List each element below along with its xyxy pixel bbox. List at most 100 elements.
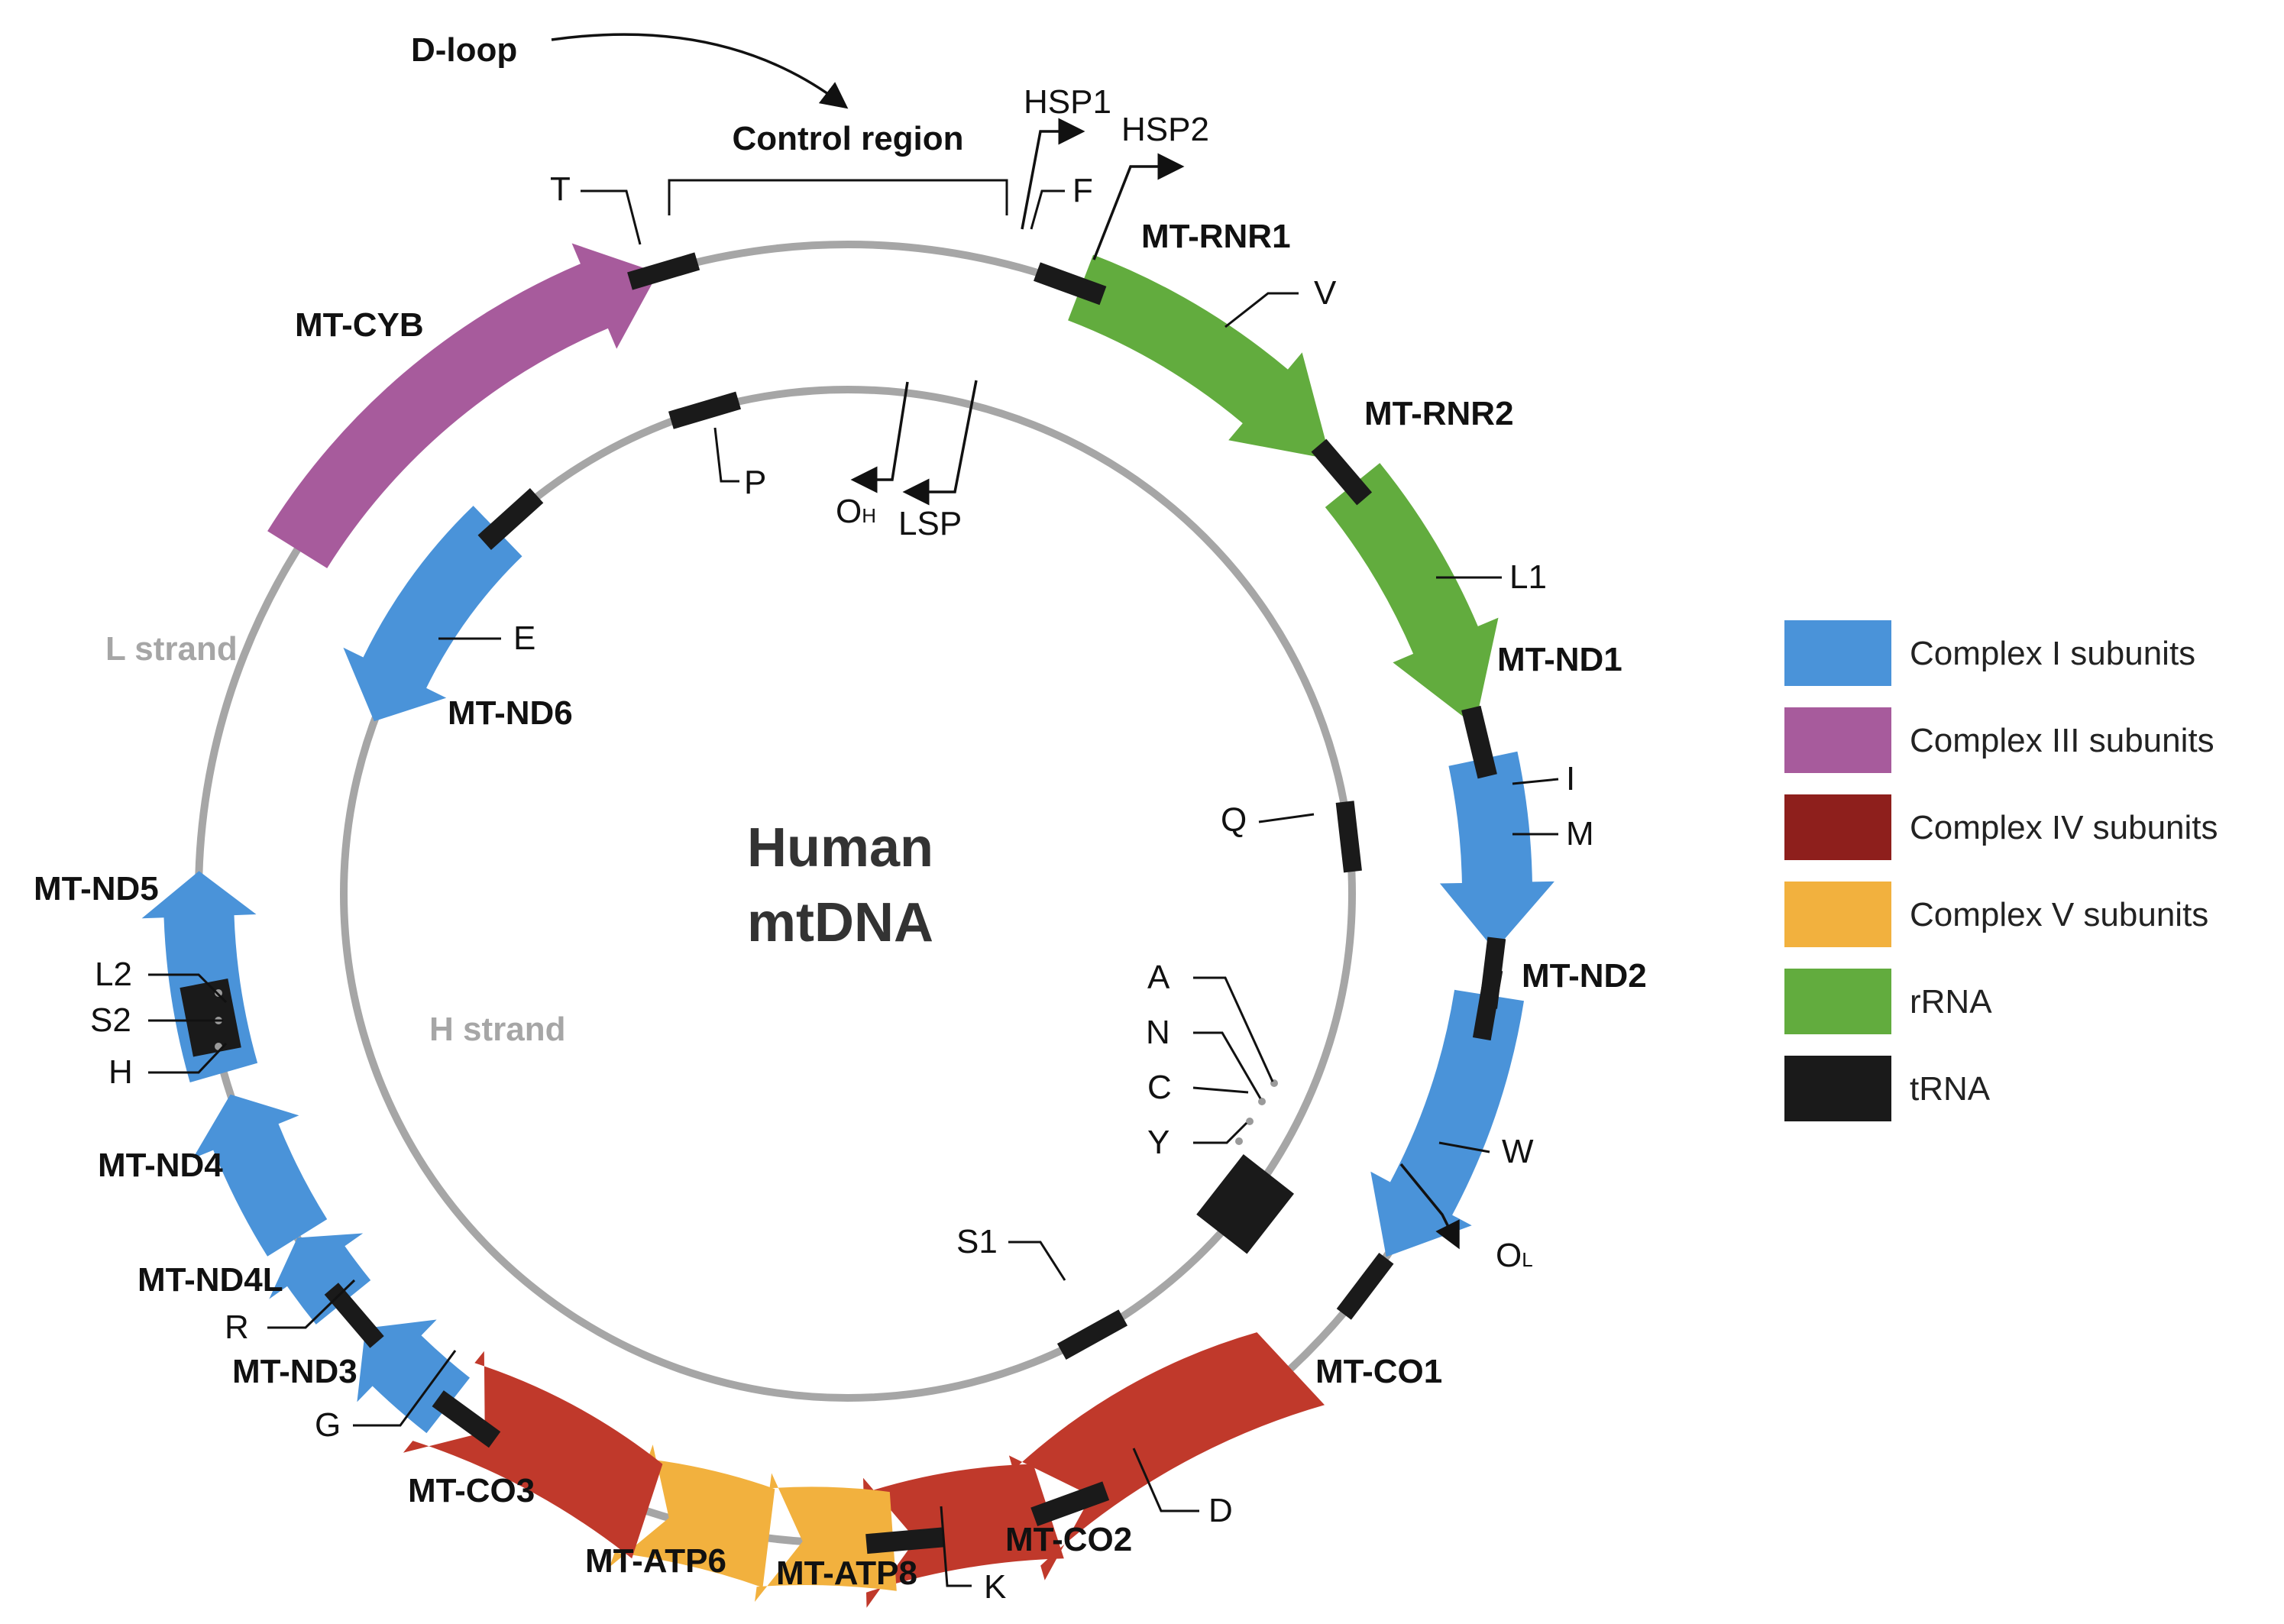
mt-rnr2-arrow xyxy=(1325,463,1499,726)
h-strand-ring xyxy=(340,386,1356,1402)
leader-T xyxy=(581,189,642,245)
mt-nd4l-arrow xyxy=(269,1233,371,1325)
trna-label-P: P xyxy=(744,464,766,501)
legend-swatch xyxy=(1784,707,1891,773)
mt-co3-arrow xyxy=(403,1351,663,1559)
ol-subscript: L xyxy=(1522,1248,1532,1271)
legend-label: Complex IV subunits xyxy=(1910,809,2218,846)
oh-origin-arrow xyxy=(850,381,909,493)
trna-L1-box xyxy=(1461,705,1497,779)
title-line1: Human xyxy=(747,817,933,878)
leader-C xyxy=(1192,1086,1249,1094)
leader-V xyxy=(1224,292,1299,328)
trna-label-H: H xyxy=(108,1053,133,1091)
oh-main: O xyxy=(836,493,862,530)
ol-origin-arrow xyxy=(1399,1163,1460,1250)
gene-label-co3: MT-CO3 xyxy=(408,1472,535,1509)
gene-label-nd4: MT-ND4 xyxy=(98,1147,223,1184)
trna-label-Y: Y xyxy=(1147,1124,1169,1161)
gene-label-nd4l: MT-ND4L xyxy=(137,1261,283,1299)
legend-label: Complex III subunits xyxy=(1910,722,2214,759)
mt-co2-arrow xyxy=(863,1464,1064,1608)
control-region-bracket xyxy=(668,179,1008,215)
trna-S1-box xyxy=(1056,1309,1128,1360)
trna-E-box xyxy=(477,488,544,550)
trna-label-S2: S2 xyxy=(90,1001,131,1039)
gene-label-atp8: MT-ATP8 xyxy=(776,1554,917,1592)
trna-label-L2: L2 xyxy=(95,956,132,993)
trna-label-W: W xyxy=(1502,1133,1534,1170)
trna-label-S1: S1 xyxy=(956,1223,998,1260)
trna-label-N: N xyxy=(1146,1014,1170,1051)
gene-label-cyb: MT-CYB xyxy=(295,306,424,344)
leader-F xyxy=(1030,189,1065,230)
trna-Q-box xyxy=(1335,801,1362,873)
trna-F-box xyxy=(1034,262,1107,306)
trna-label-A: A xyxy=(1147,959,1170,996)
mt-cyb-arrow xyxy=(267,243,658,568)
leader-G xyxy=(353,1350,457,1427)
oh-subscript: H xyxy=(862,504,876,527)
legend-swatch xyxy=(1784,969,1891,1034)
leader-Y xyxy=(1193,1121,1248,1144)
trna-label-T: T xyxy=(550,170,571,208)
leader-P xyxy=(713,427,739,483)
dloop-arrow xyxy=(551,33,849,109)
trna-HSL-box xyxy=(180,978,241,1057)
hsp2-promoter-arrow xyxy=(1092,153,1185,260)
leader-A xyxy=(1193,976,1274,1082)
legend-swatch xyxy=(1784,882,1891,947)
legend-label: Complex I subunits xyxy=(1910,635,2195,672)
trna-label-K: K xyxy=(984,1568,1006,1606)
legend-label: rRNA xyxy=(1910,983,1992,1021)
gene-label-nd6: MT-ND6 xyxy=(448,694,573,732)
trna-label-G: G xyxy=(315,1406,341,1444)
leader-N xyxy=(1193,1031,1262,1099)
trna-label-I: I xyxy=(1566,760,1575,797)
l-strand-label: L strand xyxy=(105,630,238,668)
leader-Q xyxy=(1258,813,1315,823)
trna-P-box xyxy=(668,391,742,429)
leader-R xyxy=(267,1279,356,1329)
trna-W-box xyxy=(1336,1253,1394,1320)
gene-label-atp6: MT-ATP6 xyxy=(585,1542,726,1580)
gene-label-co2: MT-CO2 xyxy=(1005,1521,1132,1558)
title-line2: mtDNA xyxy=(747,892,933,953)
legend-label: Complex V subunits xyxy=(1910,896,2208,933)
legend-label: tRNA xyxy=(1910,1070,1991,1108)
mt-atp6-arrow xyxy=(609,1444,775,1588)
leader-L2 xyxy=(148,973,228,1004)
mt-nd4-arrow xyxy=(192,1094,328,1257)
lsp-label: LSP xyxy=(898,505,962,542)
gene-label-co1: MT-CO1 xyxy=(1315,1353,1442,1390)
h-strand-label: H strand xyxy=(429,1011,565,1048)
mt-nd1-arrow xyxy=(1439,751,1554,951)
trna-label-C: C xyxy=(1147,1069,1172,1106)
gene-label-rnr1: MT-RNR1 xyxy=(1141,218,1291,255)
gene-label-nd3: MT-ND3 xyxy=(232,1353,357,1390)
leader-S1 xyxy=(1008,1241,1066,1281)
trna-T-box xyxy=(627,252,700,290)
mt-nd2-arrow xyxy=(1370,989,1524,1257)
trna-cluster-dot xyxy=(1258,1098,1266,1105)
trna-M-box xyxy=(1472,968,1503,1041)
trna-G-box xyxy=(432,1390,501,1448)
mt-atp8-arrow xyxy=(755,1473,897,1602)
gene-label-nd2: MT-ND2 xyxy=(1522,957,1647,995)
trna-label-V: V xyxy=(1314,274,1337,312)
gene-label-nd5: MT-ND5 xyxy=(34,870,159,907)
trna-K-box xyxy=(865,1527,944,1554)
mt-co1-arrow xyxy=(1008,1332,1325,1580)
leader-H xyxy=(148,1042,228,1074)
leader-K xyxy=(940,1506,972,1587)
gene-label-nd1: MT-ND1 xyxy=(1497,641,1622,678)
trna-cluster-dot xyxy=(1235,1137,1243,1145)
legend-swatch xyxy=(1784,1056,1891,1121)
dloop-label: D-loop xyxy=(411,31,517,69)
hsp1-label: HSP1 xyxy=(1024,83,1111,121)
trna-ANCY-box xyxy=(1196,1154,1294,1254)
legend-swatch xyxy=(1784,794,1891,860)
trna-label-F: F xyxy=(1072,172,1093,209)
lsp-promoter-arrow xyxy=(902,380,978,506)
